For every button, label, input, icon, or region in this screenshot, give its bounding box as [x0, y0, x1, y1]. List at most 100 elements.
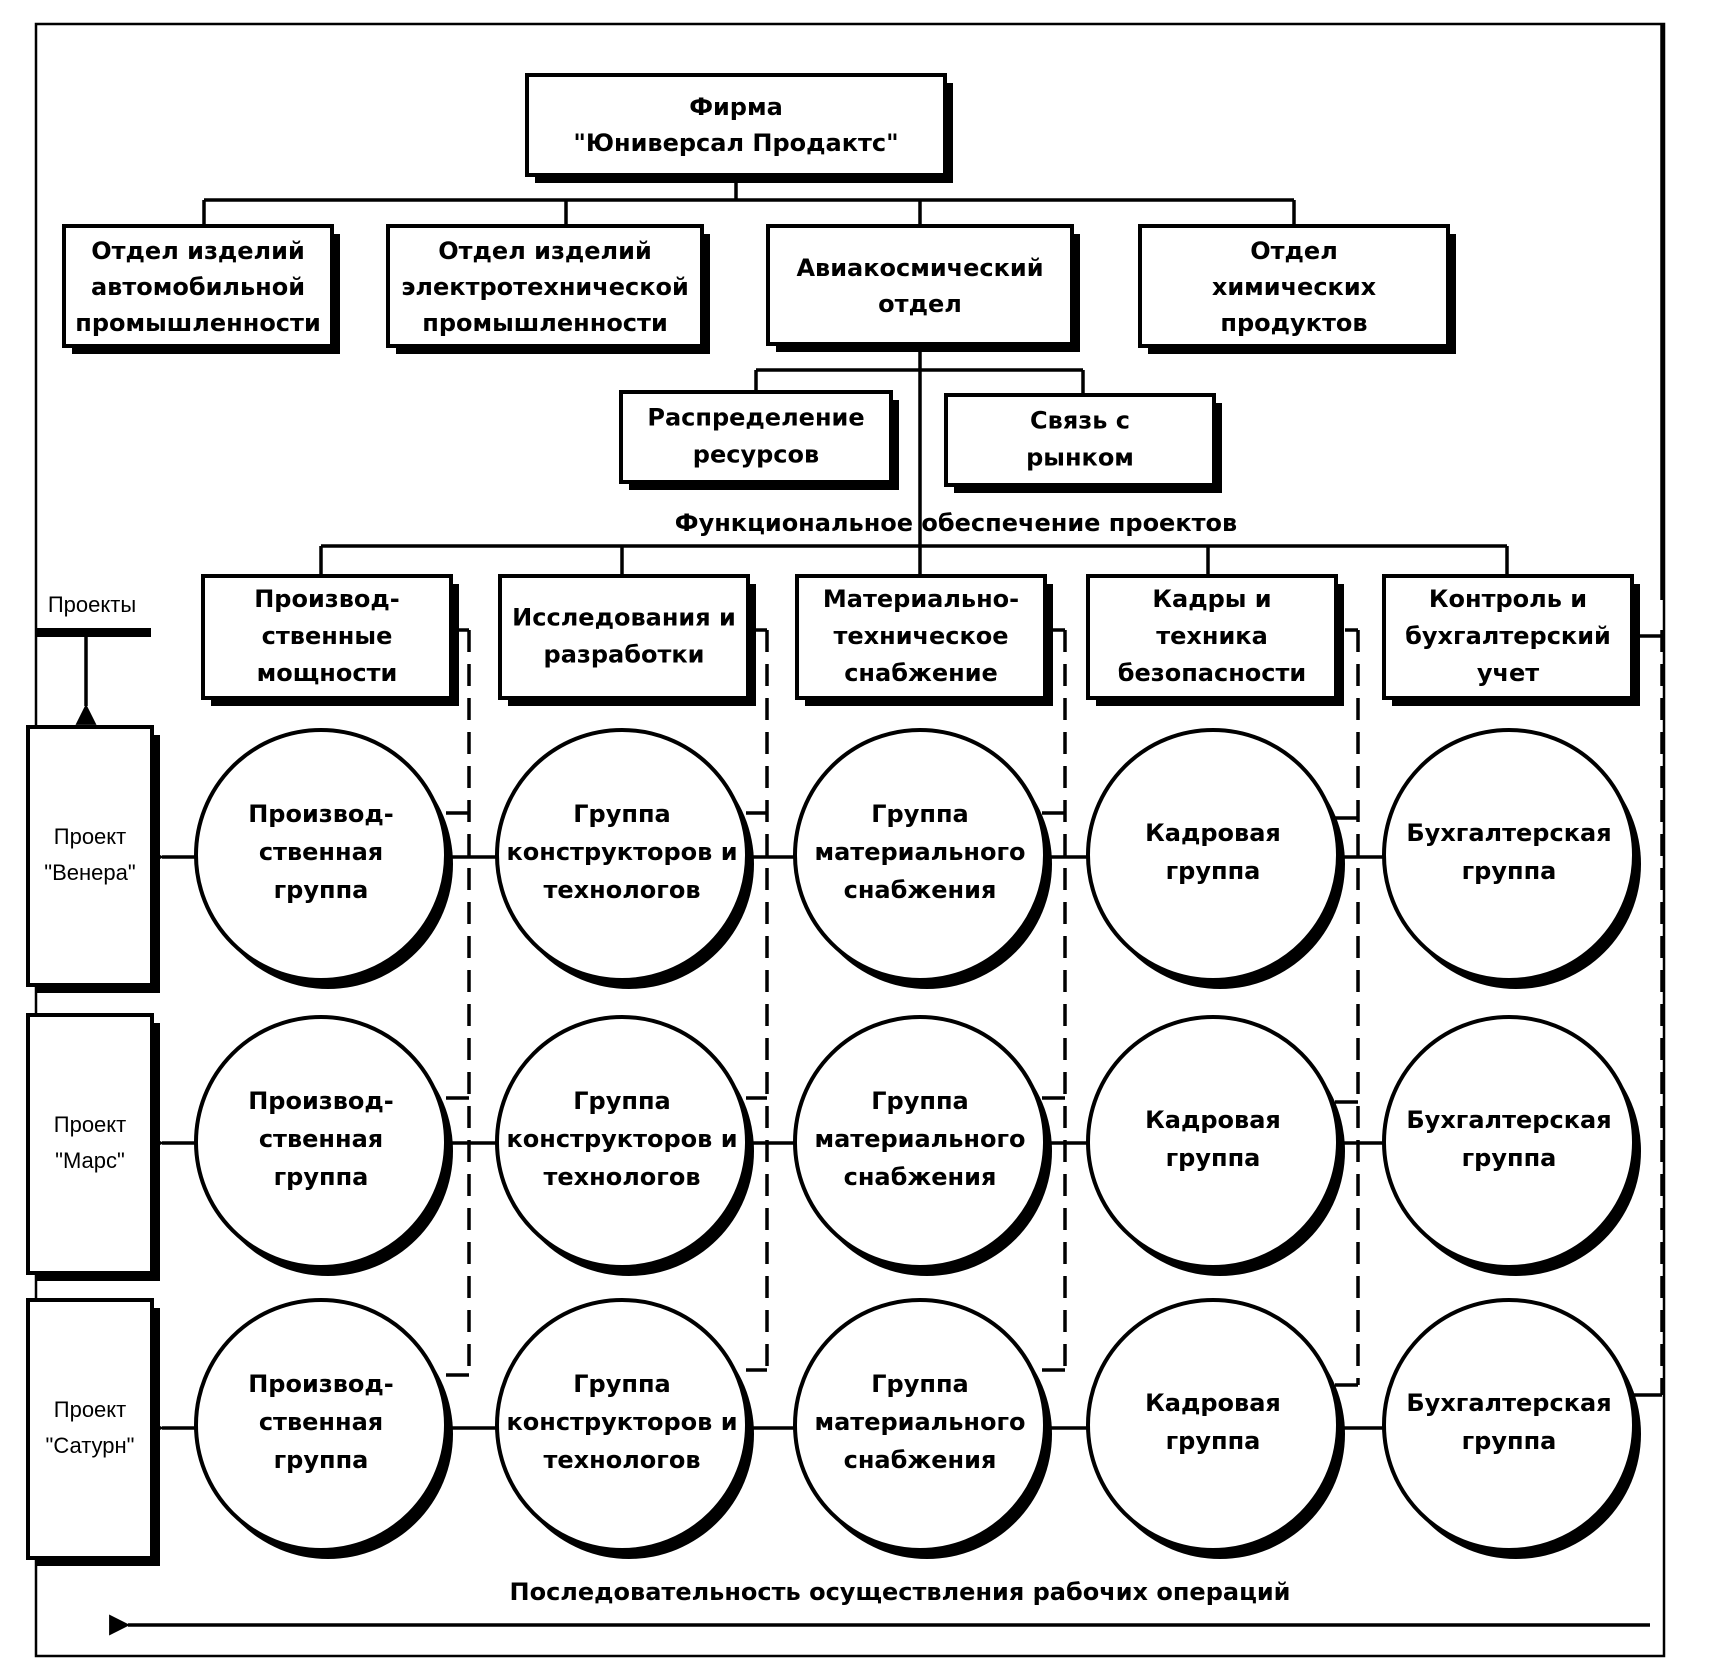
- division-node-frame: [62, 224, 334, 348]
- function-label: ственные: [262, 622, 393, 650]
- function-label: техническое: [833, 622, 1008, 650]
- division-label: Отдел: [1250, 237, 1338, 265]
- firm-label: "Юниверсал Продактс": [573, 129, 898, 157]
- function-label: мощности: [257, 659, 398, 687]
- group-label: Производ-: [248, 1087, 394, 1115]
- support-label: рынком: [1026, 444, 1134, 472]
- group-node-circle: [1086, 1298, 1340, 1552]
- group-label: Группа: [573, 1087, 670, 1115]
- function-node-frame: [1382, 574, 1634, 700]
- group-label: ственная: [259, 1125, 383, 1153]
- group-label: материального: [814, 1408, 1025, 1436]
- projects-caption: Проекты: [48, 592, 136, 617]
- project-node: Проект "Венера": [26, 725, 160, 993]
- group-node: Кадровая группа: [1086, 1015, 1345, 1276]
- group-label: конструкторов и: [506, 1125, 737, 1153]
- group-label: группа: [1462, 857, 1557, 885]
- division-label: промышленности: [75, 309, 321, 337]
- group-label: группа: [1462, 1144, 1557, 1172]
- support-node: Распределение ресурсов: [619, 390, 899, 490]
- project-groups: Производ-ственнаягруппаГруппаконструктор…: [194, 728, 1641, 1559]
- firm-box: Фирма"Юниверсал Продактс": [525, 73, 953, 183]
- project-label: Проект: [54, 1397, 126, 1422]
- projects-legend: Проекты: [37, 592, 151, 725]
- division-node: Отдел изделийэлектротехническойпромышлен…: [386, 224, 710, 354]
- group-label: снабжения: [844, 876, 997, 904]
- projects-bar: [37, 628, 151, 637]
- group-label: Группа: [871, 1370, 968, 1398]
- firm-node: Фирма"Юниверсал Продактс": [525, 73, 953, 183]
- function-label: Исследования и: [512, 604, 736, 632]
- group-label: материального: [814, 838, 1025, 866]
- group-label: группа: [1462, 1427, 1557, 1455]
- support-node-frame: [944, 393, 1216, 487]
- division-node-frame: [766, 224, 1074, 346]
- group-label: Кадровая: [1145, 819, 1281, 847]
- group-label: группа: [1166, 1144, 1261, 1172]
- division-label: отдел: [878, 290, 962, 318]
- support-label: Распределение: [647, 404, 864, 432]
- project-node: Проект"Марс": [26, 1013, 160, 1281]
- group-label: группа: [274, 1163, 369, 1191]
- project-label: Проект: [54, 824, 126, 849]
- group-node-circle: [1086, 728, 1340, 982]
- group-node-circle: [793, 1298, 1047, 1552]
- group-label: ственная: [259, 1408, 383, 1436]
- function-node-frame: [795, 574, 1047, 700]
- division-node-frame: [1138, 224, 1450, 348]
- project-label: "Марс": [55, 1148, 125, 1173]
- sequence-caption: Последовательность осуществления рабочих…: [510, 1578, 1291, 1606]
- support-label: ресурсов: [693, 441, 819, 469]
- group-node-circle: [495, 728, 749, 982]
- group-node-circle: [194, 1298, 448, 1552]
- firm-node-frame: [525, 73, 947, 177]
- group-label: группа: [1166, 857, 1261, 885]
- group-node: Бухгалтерская группа: [1382, 728, 1641, 989]
- project-label: "Сатурн": [46, 1433, 135, 1458]
- group-label: Группа: [573, 1370, 670, 1398]
- function-label: Контроль и: [1429, 585, 1587, 613]
- function-node-frame: [1086, 574, 1338, 700]
- function-label: безопасности: [1118, 659, 1307, 687]
- projects: Проект "Венера" Проект"Марс" Проект "Сатурн": [26, 725, 160, 1566]
- group-node-circle: [1086, 1015, 1340, 1269]
- group-label: Производ-: [248, 800, 394, 828]
- group-label: Производ-: [248, 1370, 394, 1398]
- group-label: Кадровая: [1145, 1106, 1281, 1134]
- group-label: технологов: [543, 1446, 700, 1474]
- division-label: Отдел изделий: [91, 237, 305, 265]
- project-node-frame: [26, 1298, 154, 1560]
- division-label: продуктов: [1220, 309, 1367, 337]
- project-node-frame: [26, 1013, 154, 1275]
- function-label: снабжение: [844, 659, 998, 687]
- group-node: Группа конструкторов и технологов: [495, 1298, 754, 1559]
- group-label: группа: [274, 1446, 369, 1474]
- group-label: технологов: [543, 1163, 700, 1191]
- function-label: бухгалтерский: [1405, 622, 1611, 650]
- group-label: группа: [1166, 1427, 1261, 1455]
- group-node-circle: [194, 1015, 448, 1269]
- group-label: Группа: [573, 800, 670, 828]
- division-node-frame: [386, 224, 704, 348]
- group-label: Бухгалтерская: [1406, 819, 1611, 847]
- functional-dashed-lines: [446, 628, 1664, 1397]
- project-label: "Венера": [44, 860, 135, 885]
- division-label: Отдел изделий: [438, 237, 652, 265]
- group-label: конструкторов и: [506, 1408, 737, 1436]
- project-node-frame: [26, 725, 154, 987]
- function-label: техника: [1156, 622, 1268, 650]
- group-label: материального: [814, 1125, 1025, 1153]
